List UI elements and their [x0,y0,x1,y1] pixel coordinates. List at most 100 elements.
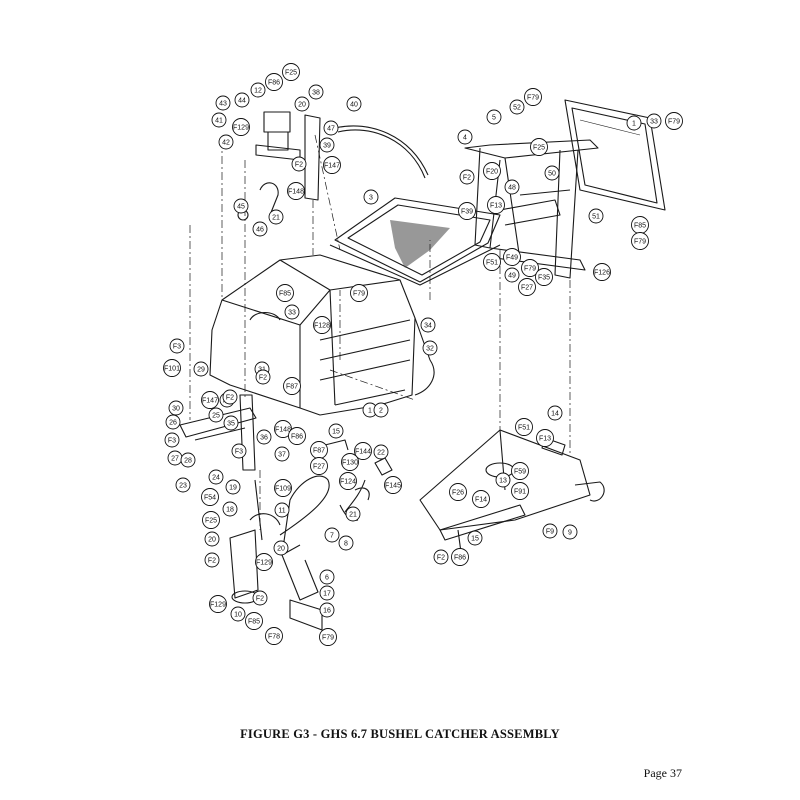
callout-label: 28 [184,457,192,464]
callout-circle [486,109,502,125]
hinge-bracket-assembly [237,111,321,221]
callout-f25: F25 [530,138,548,156]
callout-circle [274,502,290,518]
callout-label: 26 [169,419,177,426]
callout-label: 9 [568,529,572,536]
callout-label: F13 [490,202,502,209]
callout-label: 47 [327,125,335,132]
callout-circle [175,477,191,493]
callout-f54: F54 [201,488,219,506]
callout-circle [324,527,340,543]
callout-label: 14 [551,410,559,417]
callout-circle [363,189,379,205]
callout-label: 11 [278,507,285,514]
callout-f79: F79 [319,628,337,646]
callout-circle [449,483,467,501]
callout-label: F129 [210,601,226,608]
callout-circle [544,165,560,181]
callout-circle [518,278,536,296]
callout-label: F85 [634,222,646,229]
callout-2: 2 [373,402,389,418]
callout-circle [180,452,196,468]
mesh-screen [329,197,501,286]
callout-f2: F2 [459,169,475,185]
callout-label: 18 [226,506,234,513]
callout-label: F78 [268,633,280,640]
callout-label: 34 [424,322,432,329]
callout-f3: F3 [164,432,180,448]
callout-circle [487,196,505,214]
callout-41: 41 [211,112,227,128]
callout-label: 32 [426,345,434,352]
callout-circle [245,612,263,630]
callout-f2: F2 [291,156,307,172]
callout-circle [341,453,359,471]
callout-circle [230,606,246,622]
callout-label: F79 [634,238,646,245]
callout-label: 20 [208,536,216,543]
callout-circle [204,552,220,568]
callout-circle [433,549,449,565]
callout-circle [504,267,520,283]
callout-f2: F2 [255,369,271,385]
callout-circle [422,340,438,356]
callout-circle [208,469,224,485]
callout-43: 43 [215,95,231,111]
callout-f2: F2 [222,389,238,405]
callout-label: 43 [219,100,227,107]
callout-circle [268,209,284,225]
callout-22: 22 [373,444,389,460]
callout-label: 30 [172,405,180,412]
callout-18: 18 [222,501,238,517]
callout-label: 35 [227,420,235,427]
callout-label: F27 [521,284,533,291]
callout-label: F85 [248,618,260,625]
callout-circle [345,506,361,522]
callout-3: 3 [363,189,379,205]
callout-circle [201,488,219,506]
callout-f51: F51 [515,418,533,436]
callout-20: 20 [204,531,220,547]
callout-35: 35 [223,415,239,431]
callout-label: F25 [533,144,545,151]
callout-circle [521,259,539,277]
callout-circle [204,531,220,547]
callout-circle [255,553,273,571]
callout-label: 6 [325,574,329,581]
callout-circle [319,137,335,153]
callout-circle [472,490,490,508]
callout-circle [373,402,389,418]
callout-label: 23 [179,482,187,489]
callout-circle [288,427,306,445]
callout-23: 23 [175,477,191,493]
callout-circle [222,389,238,405]
callout-circle [283,377,301,395]
callout-circle [547,405,563,421]
figure-caption: FIGURE G3 - GHS 6.7 BUSHEL CATCHER ASSEM… [240,727,560,741]
callout-label: F2 [208,557,216,564]
callout-circle [287,182,305,200]
callout-circle [323,156,341,174]
callout-f87: F87 [310,441,328,459]
callout-1: 1 [626,115,642,131]
callout-f124: F124 [339,472,357,490]
callout-f128: F128 [313,316,331,334]
callout-circle [310,457,328,475]
callout-circle [202,511,220,529]
callout-12: 12 [250,82,266,98]
callout-f27: F27 [518,278,536,296]
callout-label: F148 [288,188,304,195]
callout-label: F126 [594,269,610,276]
callout-label: 22 [377,449,385,456]
callout-circle [274,446,290,462]
callout-f59: F59 [511,462,529,480]
callout-f3: F3 [231,443,247,459]
callout-label: 46 [256,226,264,233]
callout-f49: F49 [503,248,521,266]
callout-33: 33 [284,304,300,320]
callout-circle [503,248,521,266]
callout-circle [495,472,511,488]
callout-34: 34 [420,317,436,333]
callout-f86: F86 [288,427,306,445]
callout-circle [483,253,501,271]
